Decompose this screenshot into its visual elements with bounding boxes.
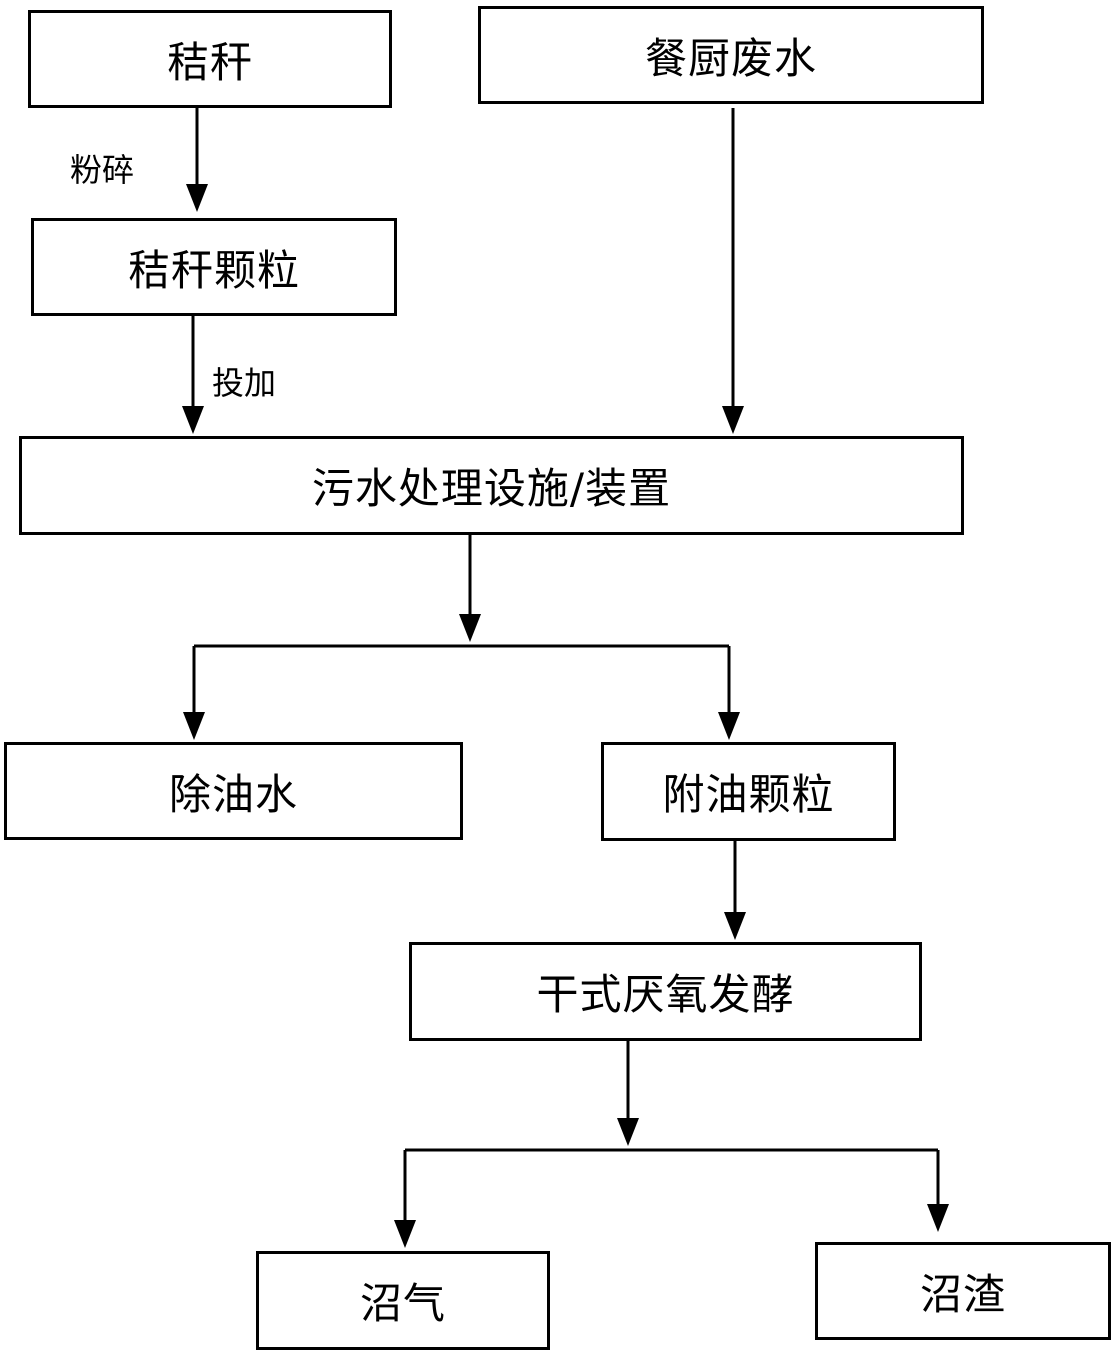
node-oily-particles: 附油颗粒: [601, 742, 896, 841]
edge-label-add: 投加: [212, 364, 277, 402]
node-deoiled-water: 除油水: [4, 742, 463, 840]
arrowhead-1: [186, 184, 208, 212]
arrowhead-5: [183, 712, 205, 740]
node-biogas-residue: 沼渣: [815, 1242, 1111, 1340]
node-dry-anaerobic-fermentation: 干式厌氧发酵: [409, 942, 922, 1041]
arrowhead-7: [724, 912, 746, 940]
arrowhead-6: [718, 712, 740, 740]
arrowhead-10: [927, 1204, 949, 1232]
arrowhead-4: [459, 614, 481, 642]
node-biogas: 沼气: [256, 1251, 550, 1350]
edge-label-crush: 粉碎: [70, 151, 135, 189]
node-treatment-facility: 污水处理设施/装置: [19, 436, 964, 535]
arrowhead-9: [394, 1220, 416, 1248]
arrowhead-2: [182, 406, 204, 434]
node-straw-particles: 秸秆颗粒: [31, 218, 397, 316]
arrowhead-3: [722, 406, 744, 434]
arrowhead-8: [617, 1118, 639, 1146]
node-straw: 秸秆: [28, 10, 392, 108]
node-kitchen-wastewater: 餐厨废水: [478, 6, 984, 104]
